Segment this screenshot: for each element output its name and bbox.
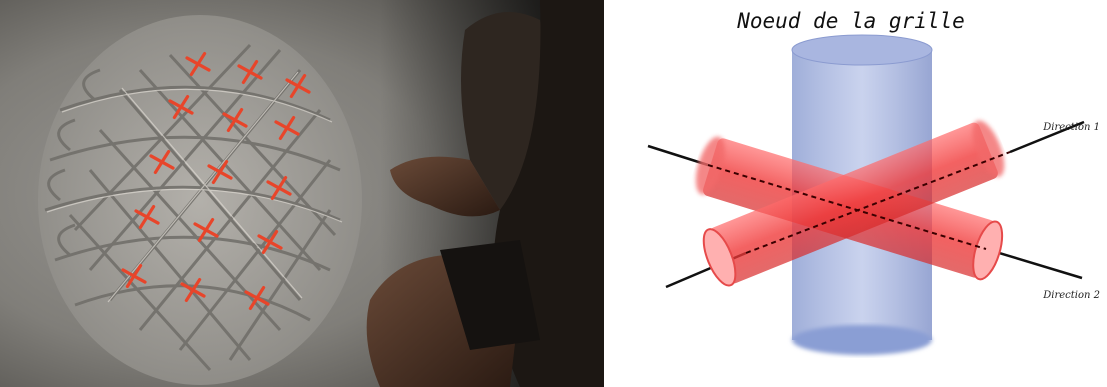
direction-2-line-right — [986, 249, 1082, 278]
cylinder-bottom — [792, 325, 932, 355]
diagram-svg: Noeud de la grille — [604, 0, 1107, 387]
direction-2-label: Direction 2 — [1042, 290, 1100, 301]
direction-1-label: Direction 1 — [1042, 122, 1100, 133]
grid-node-diagram: Noeud de la grille — [604, 0, 1107, 387]
sand-photo-svg — [0, 0, 604, 387]
diagram-title: Noeud de la grille — [736, 9, 965, 33]
sand-drawing-photo — [0, 0, 604, 387]
cylinder-top — [792, 35, 932, 65]
